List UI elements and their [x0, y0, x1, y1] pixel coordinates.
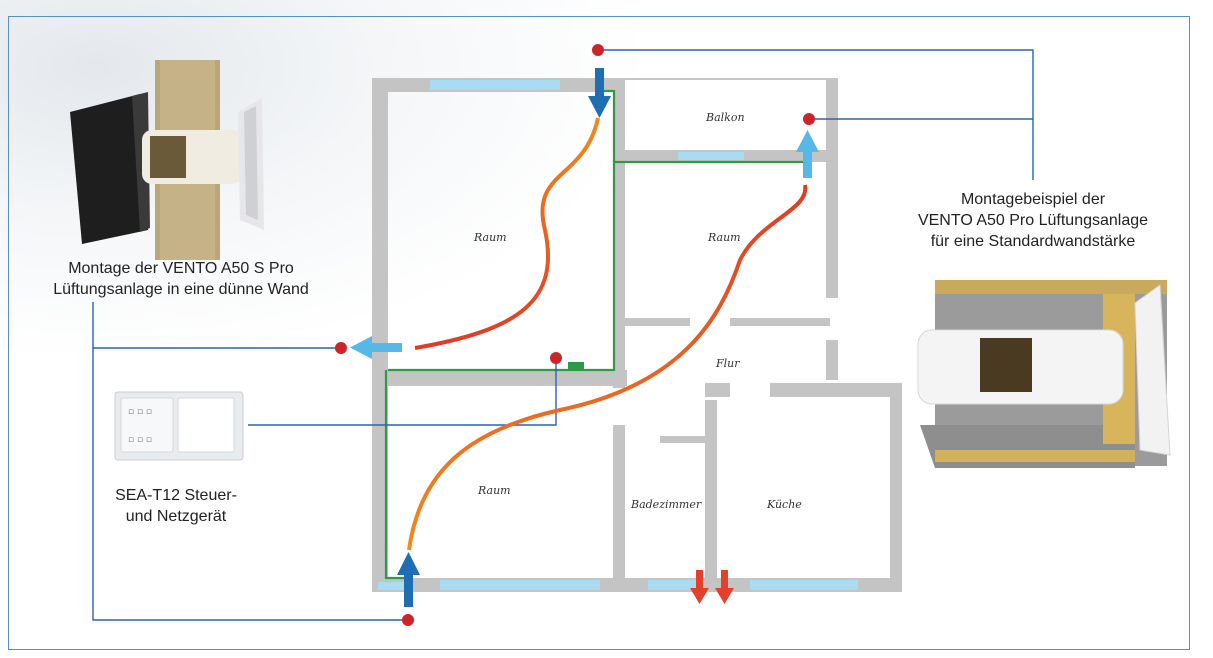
airflow-curve-diagonal: [407, 184, 808, 551]
right-caption-line2: VENTO A50 Pro Lüftungsanlage: [917, 212, 1149, 229]
dot-icon: [402, 614, 414, 626]
arrow-down-icon: [715, 570, 734, 604]
vento-a50-s-pro-device: [70, 60, 264, 260]
controller-caption: SEA-T12 Steuer- und Netzgerät: [90, 485, 262, 527]
controller-caption-line1: SEA-T12 Steuer-: [115, 487, 237, 504]
arrow-down-icon: [690, 570, 709, 604]
left-caption-line1: Montage der VENTO A50 S Pro: [68, 260, 294, 277]
arrow-up-icon: [796, 130, 819, 178]
arrow-down-icon: [588, 68, 611, 118]
dot-icon: [550, 352, 562, 364]
svg-text:▫ ▫ ▫: ▫ ▫ ▫: [128, 407, 152, 417]
right-caption-line3: für eine Standardwandstärke: [930, 233, 1136, 250]
arrow-up-icon: [397, 552, 420, 607]
vento-a50-pro-device: [917, 280, 1171, 468]
controller-junction: [568, 362, 584, 370]
right-caption-line1: Montagebeispiel der: [960, 191, 1106, 208]
arrow-left-icon: [350, 336, 402, 359]
room-label-raum-top-left: Raum: [473, 231, 507, 244]
windows: [378, 80, 858, 590]
room-label-badezimmer: Badezimmer: [630, 498, 702, 511]
sea-t12-controller: ▫ ▫ ▫ ▫ ▫ ▫: [114, 391, 244, 461]
dot-icon: [335, 342, 347, 354]
airflow-curve-top-left: [414, 117, 600, 350]
svg-text:▫ ▫ ▫: ▫ ▫ ▫: [128, 435, 152, 445]
walls: [372, 78, 902, 592]
left-caption-line2: Lüftungsanlage in eine dünne Wand: [53, 281, 309, 298]
balcony-rail: [625, 78, 838, 80]
room-label-kueche: Küche: [766, 498, 802, 511]
control-wires: [384, 89, 809, 580]
dot-icon: [803, 113, 815, 125]
room-label-balkon: Balkon: [705, 111, 745, 124]
room-label-raum-top-right: Raum: [707, 231, 741, 244]
room-label-raum-bottom-left: Raum: [477, 484, 511, 497]
left-device-caption: Montage der VENTO A50 S Pro Lüftungsanla…: [28, 258, 334, 300]
diagram-frame: [8, 16, 1190, 650]
right-device-caption: Montagebeispiel der VENTO A50 Pro Lüftun…: [895, 189, 1171, 252]
room-label-flur: Flur: [715, 357, 740, 370]
connection-lines: [92, 49, 1034, 621]
controller-caption-line2: und Netzgerät: [125, 508, 227, 525]
dot-icon: [592, 44, 604, 56]
